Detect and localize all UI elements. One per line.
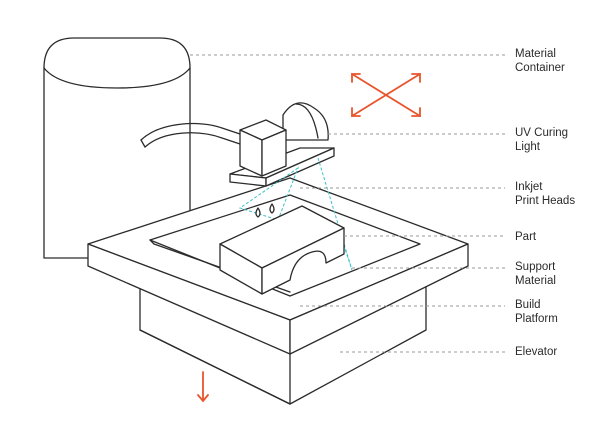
label-material-container: Material Container: [515, 48, 565, 74]
label-part: Part: [515, 231, 537, 243]
leader-lines: [190, 54, 505, 353]
label-support-material: Support Material: [515, 261, 558, 287]
inkjet-print-head: [239, 119, 287, 177]
printed-part: [219, 205, 345, 295]
label-build-platform: Build Platform: [515, 299, 558, 325]
elevator-down-arrow-icon: [197, 371, 209, 403]
xy-movement-arrow-icon: [351, 73, 421, 117]
supply-hose: [140, 122, 241, 148]
label-inkjet-print-heads: Inkjet Print Heads: [515, 181, 575, 207]
uv-curing-light: [282, 102, 329, 141]
material-container: [43, 37, 191, 259]
label-uv-curing-light: UV Curing Light: [515, 127, 571, 153]
label-elevator: Elevator: [515, 346, 557, 358]
